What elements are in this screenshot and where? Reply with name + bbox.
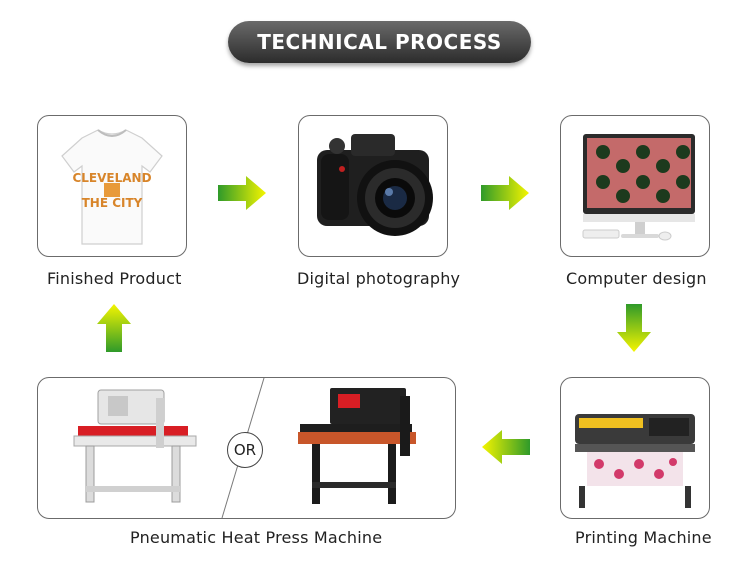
heat-press-image	[73, 378, 416, 518]
tshirt-image: CLEVELAND THE CITY	[61, 129, 163, 245]
heat-press-label: Pneumatic Heat Press Machine	[130, 528, 383, 547]
title-banner: TECHNICAL PROCESS	[228, 21, 531, 63]
printing-machine-label: Printing Machine	[575, 528, 712, 547]
shirt-print-line-1: CLEVELAND	[72, 171, 151, 185]
arrow-left-icon	[482, 430, 530, 464]
finished-product-label: Finished Product	[47, 269, 182, 288]
arrow-right-icon	[218, 176, 266, 210]
arrow-down-icon	[617, 304, 651, 352]
finished-product-card: CLEVELAND THE CITY	[37, 115, 187, 257]
digital-photography-label: Digital photography	[297, 269, 461, 288]
page-title: TECHNICAL PROCESS	[257, 30, 502, 54]
shirt-print-line-2: THE CITY	[82, 196, 143, 210]
computer-design-label: Computer design	[566, 269, 707, 288]
monitor-image	[582, 134, 695, 241]
arrow-up-icon	[97, 304, 131, 352]
printer-image	[575, 414, 695, 508]
arrow-right-icon	[481, 176, 529, 210]
or-badge: OR	[227, 432, 263, 468]
camera-image	[317, 134, 433, 236]
heat-press-card: OR	[37, 377, 456, 519]
digital-photography-card	[298, 115, 448, 257]
computer-design-card	[560, 115, 710, 257]
printing-machine-card	[560, 377, 710, 519]
